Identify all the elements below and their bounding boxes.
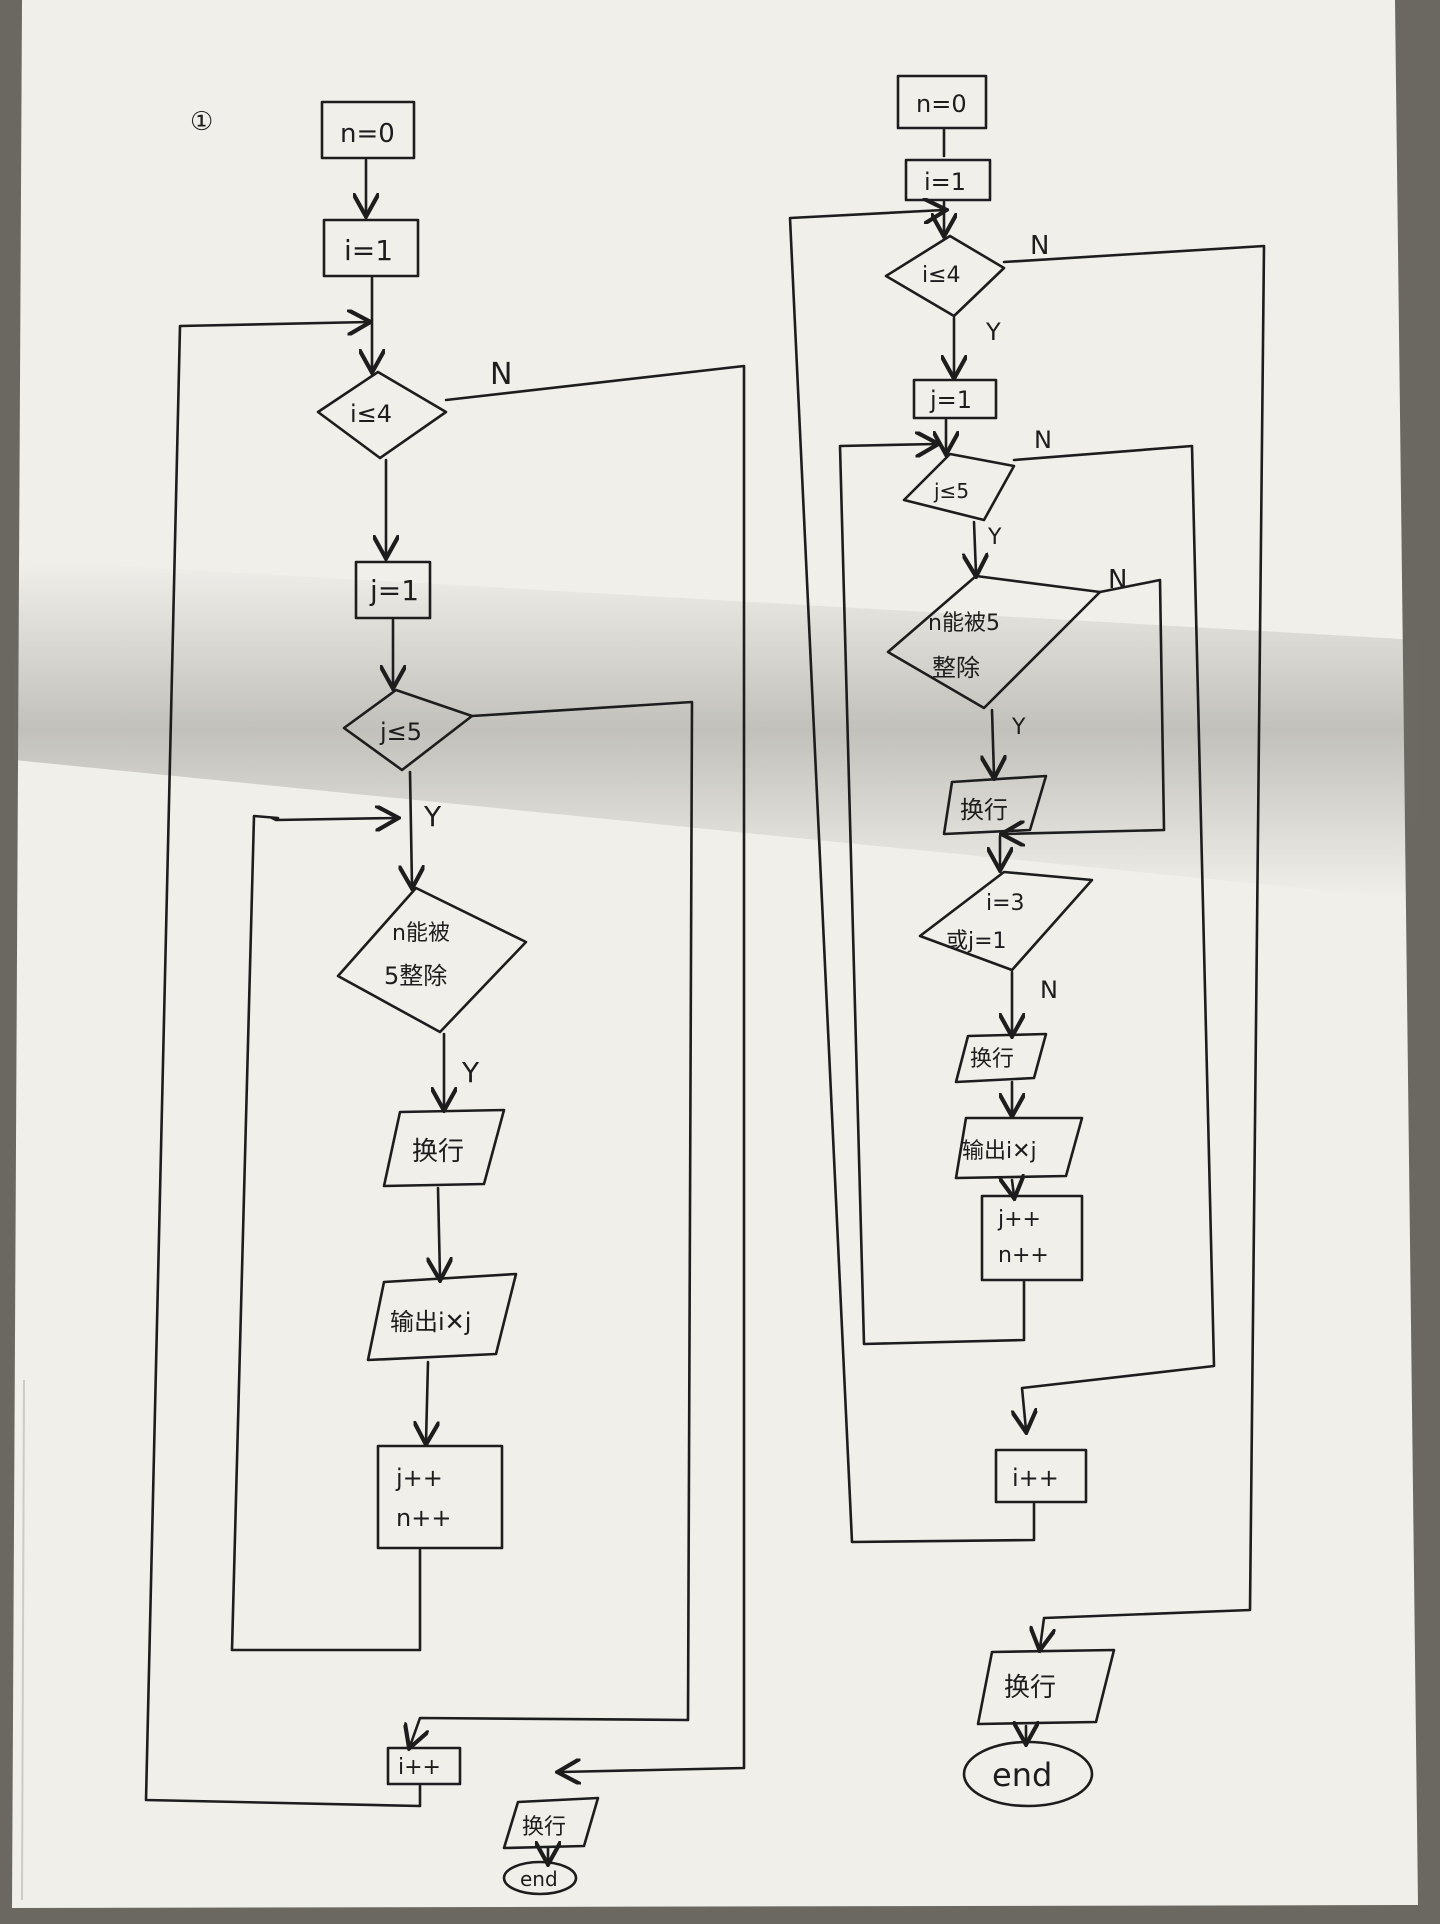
left-outer-loop-back [144,322,422,1808]
right-outer-loop-back [788,210,1036,1544]
right-end-terminal [962,1740,1094,1808]
left-i-increment-box [386,1746,462,1786]
left-init-i-label: i=1 [344,234,393,267]
left-cond-j-label: j≤5 [379,718,422,746]
right-cond-i-yes-label: Y [985,318,1001,346]
right-flowchart [788,74,1266,1808]
right-final-newline-label: 换行 [1004,1673,1056,1703]
left-cond-i-no-branch [444,364,746,1772]
right-arrow-to-div-check [974,520,976,574]
left-flowchart-text: n=0 i=1 i≤4 N j=1 j≤5 Y n能被 5整除 Y 换行 输出i… [340,119,566,1891]
right-output-label: 输出i✕j [962,1139,1037,1164]
right-output-parallelogram [954,1116,1084,1180]
paper-fold-line [21,1379,25,1901]
shadow-band [14,560,1420,900]
left-output-label: 输出i✕j [390,1308,471,1336]
right-inner-loop-back [838,444,1026,1346]
left-final-newline-parallelogram [502,1796,600,1850]
left-arrow-to-increment [426,1360,428,1442]
left-arrow-to-output [438,1186,440,1278]
left-arrow-to-div-check [410,770,412,886]
left-inner-loop-back-top [270,818,396,820]
right-cond-j-yes-label: Y [987,525,1002,550]
right-newline-parallelogram [942,774,1048,836]
right-div-check-no-label: N [1108,565,1127,595]
right-init-j-label: j=1 [929,386,972,414]
right-newline2-label: 换行 [970,1047,1014,1072]
left-final-newline-label: 换行 [522,1815,566,1840]
left-cond-j-no-branch [410,700,694,1746]
left-increment-line1: j++ [395,1464,443,1492]
right-init-n-box [896,74,988,130]
right-div-check-yes-label: Y [1011,715,1026,740]
right-cond-i-diamond [884,234,1006,318]
right-end-label: end [992,1756,1052,1794]
left-cond-i-label: i≤4 [350,400,392,428]
right-i-increment-box [994,1448,1088,1504]
right-arrow-to-newline [992,708,994,776]
right-init-j-box [912,378,998,420]
right-cond-i-label: i≤4 [922,263,961,288]
left-div-check-line1: n能被 [392,921,450,946]
right-cond-j-diamond [902,452,1016,522]
right-newline-label: 换行 [960,796,1008,824]
left-end-terminal [502,1860,578,1896]
right-newline2-parallelogram [954,1032,1048,1084]
right-cond-j-no-label: N [1034,426,1052,454]
right-cond2-no-label: N [1040,976,1058,1004]
left-init-j-box [354,560,432,620]
right-cond-j-label: j≤5 [933,479,969,503]
right-increment-line1: j++ [997,1207,1041,1232]
right-div-check-line2: 整除 [932,654,980,682]
left-inner-loop-back [230,814,422,1652]
right-div-check-no-branch [1004,578,1166,834]
left-init-i-box [322,218,420,278]
left-cond-j-yes-label: Y [423,800,442,833]
left-output-parallelogram [366,1272,518,1362]
page-number-mark: ① [190,107,213,137]
right-cond-i-no-label: N [1030,231,1049,261]
right-i-increment-label: i++ [1012,1464,1059,1492]
right-increment-box [980,1194,1084,1282]
left-div-check-line2: 5整除 [384,962,447,990]
right-cond2-diamond [918,870,1094,972]
right-init-n-label: n=0 [916,90,967,118]
left-newline-label: 换行 [412,1137,464,1167]
right-div-check-diamond [886,574,1102,710]
paper-sheet [12,0,1418,1908]
right-cond-i-no-branch [1002,244,1266,1648]
right-init-i-label: i=1 [924,168,966,196]
left-div-check-yes-label: Y [461,1056,480,1089]
left-flowchart [144,100,746,1896]
left-cond-j-diamond [342,688,474,772]
right-div-check-line1: n能被5 [928,611,1000,636]
right-final-newline-parallelogram [976,1648,1116,1726]
left-init-n-box [320,100,416,160]
left-cond-i-no-label: N [490,357,512,392]
right-flowchart-text: n=0 i=1 i≤4 N Y j=1 j≤5 N Y n能被5 整除 N Y … [916,90,1127,1794]
left-init-j-label: j=1 [369,574,419,607]
left-increment-line2: n++ [396,1504,451,1532]
left-cond-i-diamond [316,370,448,460]
right-arrow-to-increment [1012,1180,1014,1196]
left-newline-parallelogram [382,1108,506,1188]
right-increment-line2: n++ [998,1243,1049,1268]
left-init-n-label: n=0 [340,119,395,149]
left-end-label: end [520,1867,558,1891]
left-div-check-diamond [336,886,528,1034]
right-cond-j-no-branch [1014,444,1216,1430]
right-cond2-line2: 或j=1 [946,929,1007,954]
left-increment-box [376,1444,504,1550]
left-i-increment-label: i++ [398,1755,441,1780]
right-cond2-line1: i=3 [986,891,1025,916]
